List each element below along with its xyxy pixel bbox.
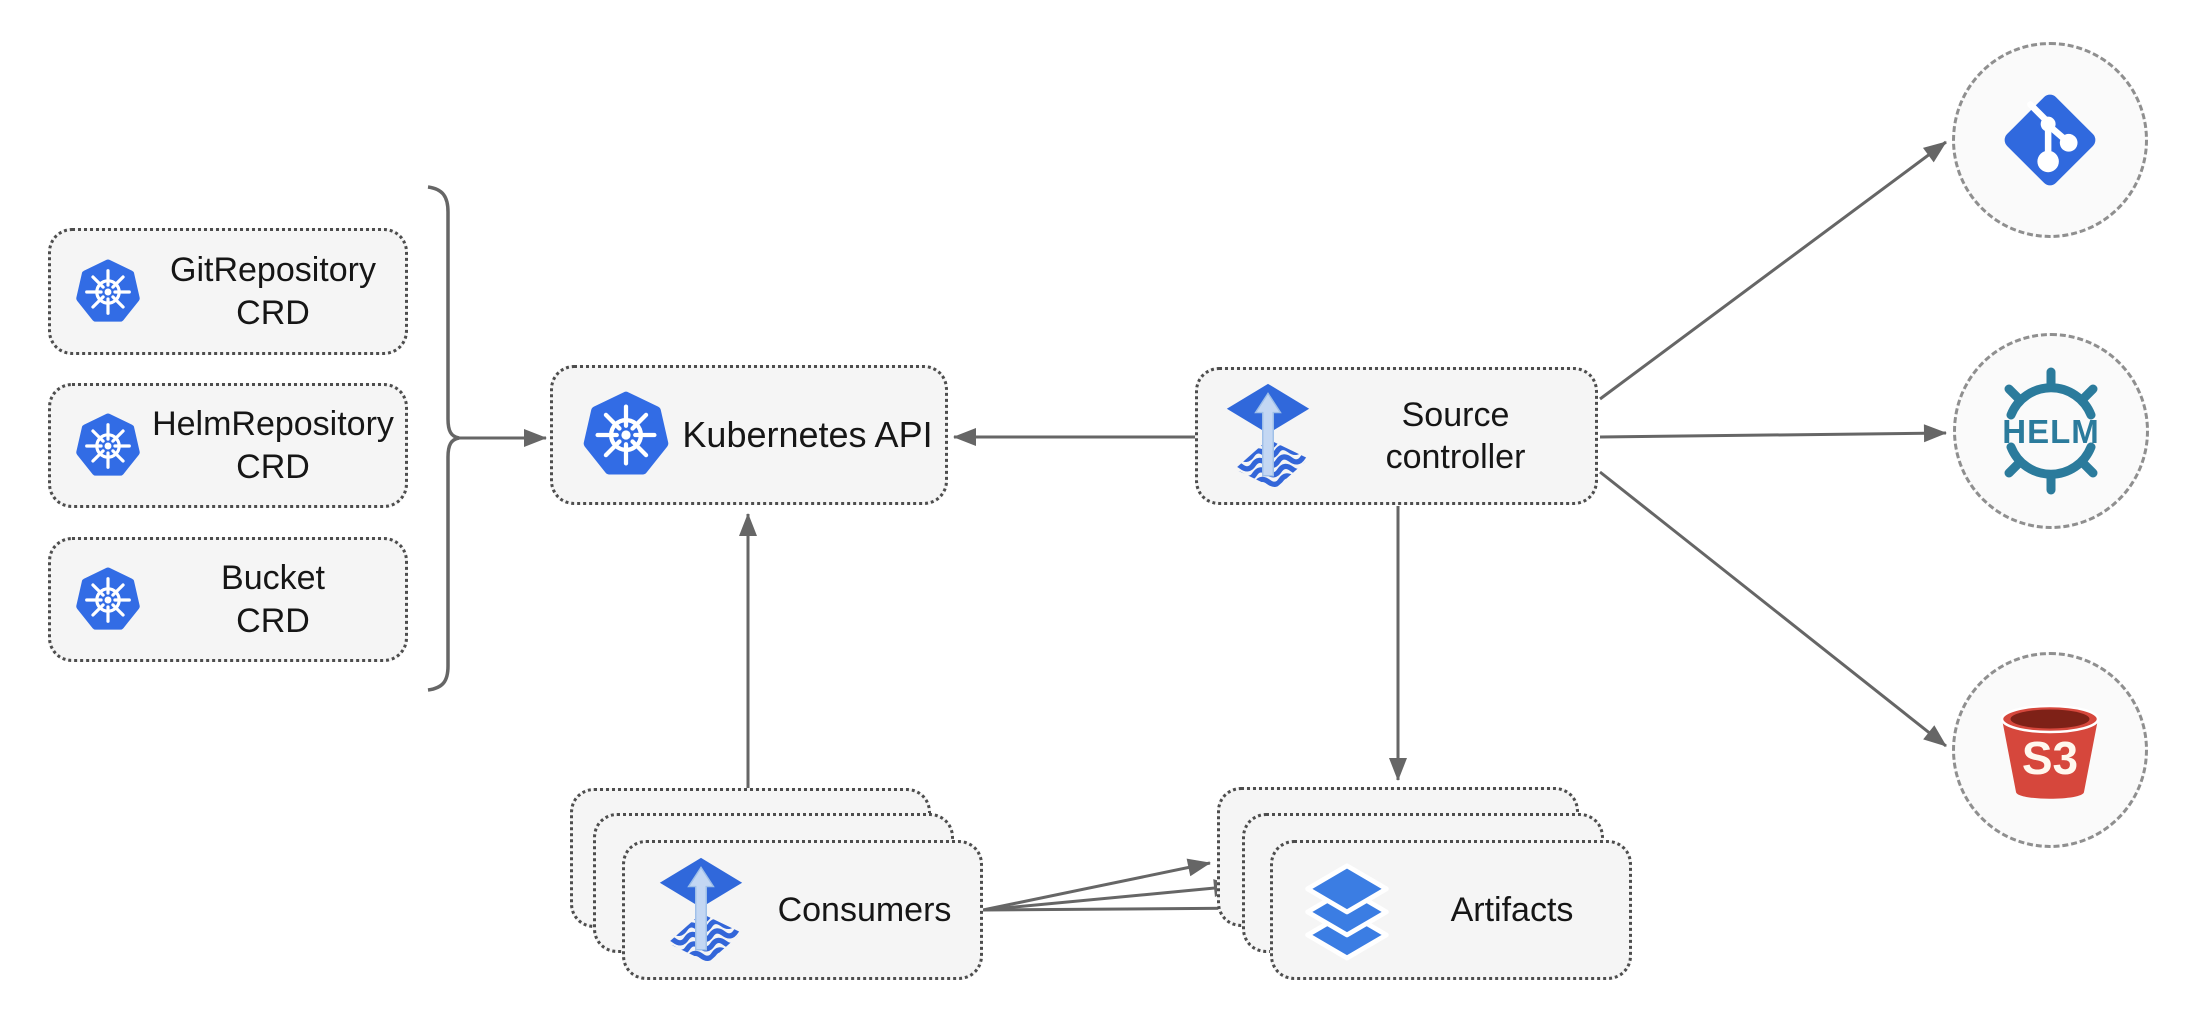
- flux-source-icon: [653, 854, 749, 966]
- crd-group-brace: [427, 185, 460, 692]
- node-label: Kubernetes API: [682, 413, 933, 455]
- node-label: Artifacts: [1450, 890, 1574, 929]
- kubernetes-icon: [582, 391, 670, 479]
- helm-wheel-icon: HELM: [1984, 364, 2118, 498]
- node-git-repository: [1952, 42, 2148, 238]
- kubernetes-icon: [75, 259, 141, 325]
- git-branch-icon: [1994, 84, 2106, 196]
- flux-source-icon: [1220, 380, 1316, 492]
- arrow-consumers-to-artifacts-2: [982, 879, 1237, 912]
- helm-label: HELM: [2002, 413, 2100, 450]
- node-artifacts: Artifacts: [1270, 840, 1632, 980]
- kubernetes-icon: [75, 567, 141, 633]
- arrow-source-controller-to-helm: [1599, 424, 1947, 443]
- node-consumers: Consumers: [622, 840, 983, 980]
- arrow-source-controller-to-git: [1599, 140, 1947, 401]
- s3-bucket-icon: S3: [1987, 687, 2113, 813]
- node-s3-bucket: S3: [1952, 652, 2148, 848]
- arrow-consumers-to-artifacts-1: [982, 858, 1211, 912]
- arrow-source-controller-to-s3: [1599, 470, 1947, 748]
- node-kubernetes-api: Kubernetes API: [550, 365, 948, 505]
- arrow-consumers-to-artifacts-3: [982, 899, 1260, 918]
- kubernetes-icon: [75, 413, 141, 479]
- layers-icon: [1299, 858, 1395, 962]
- node-label: Consumers: [777, 890, 952, 929]
- node-helm-repository: HELM: [1953, 333, 2149, 529]
- s3-label: S3: [2022, 732, 2078, 784]
